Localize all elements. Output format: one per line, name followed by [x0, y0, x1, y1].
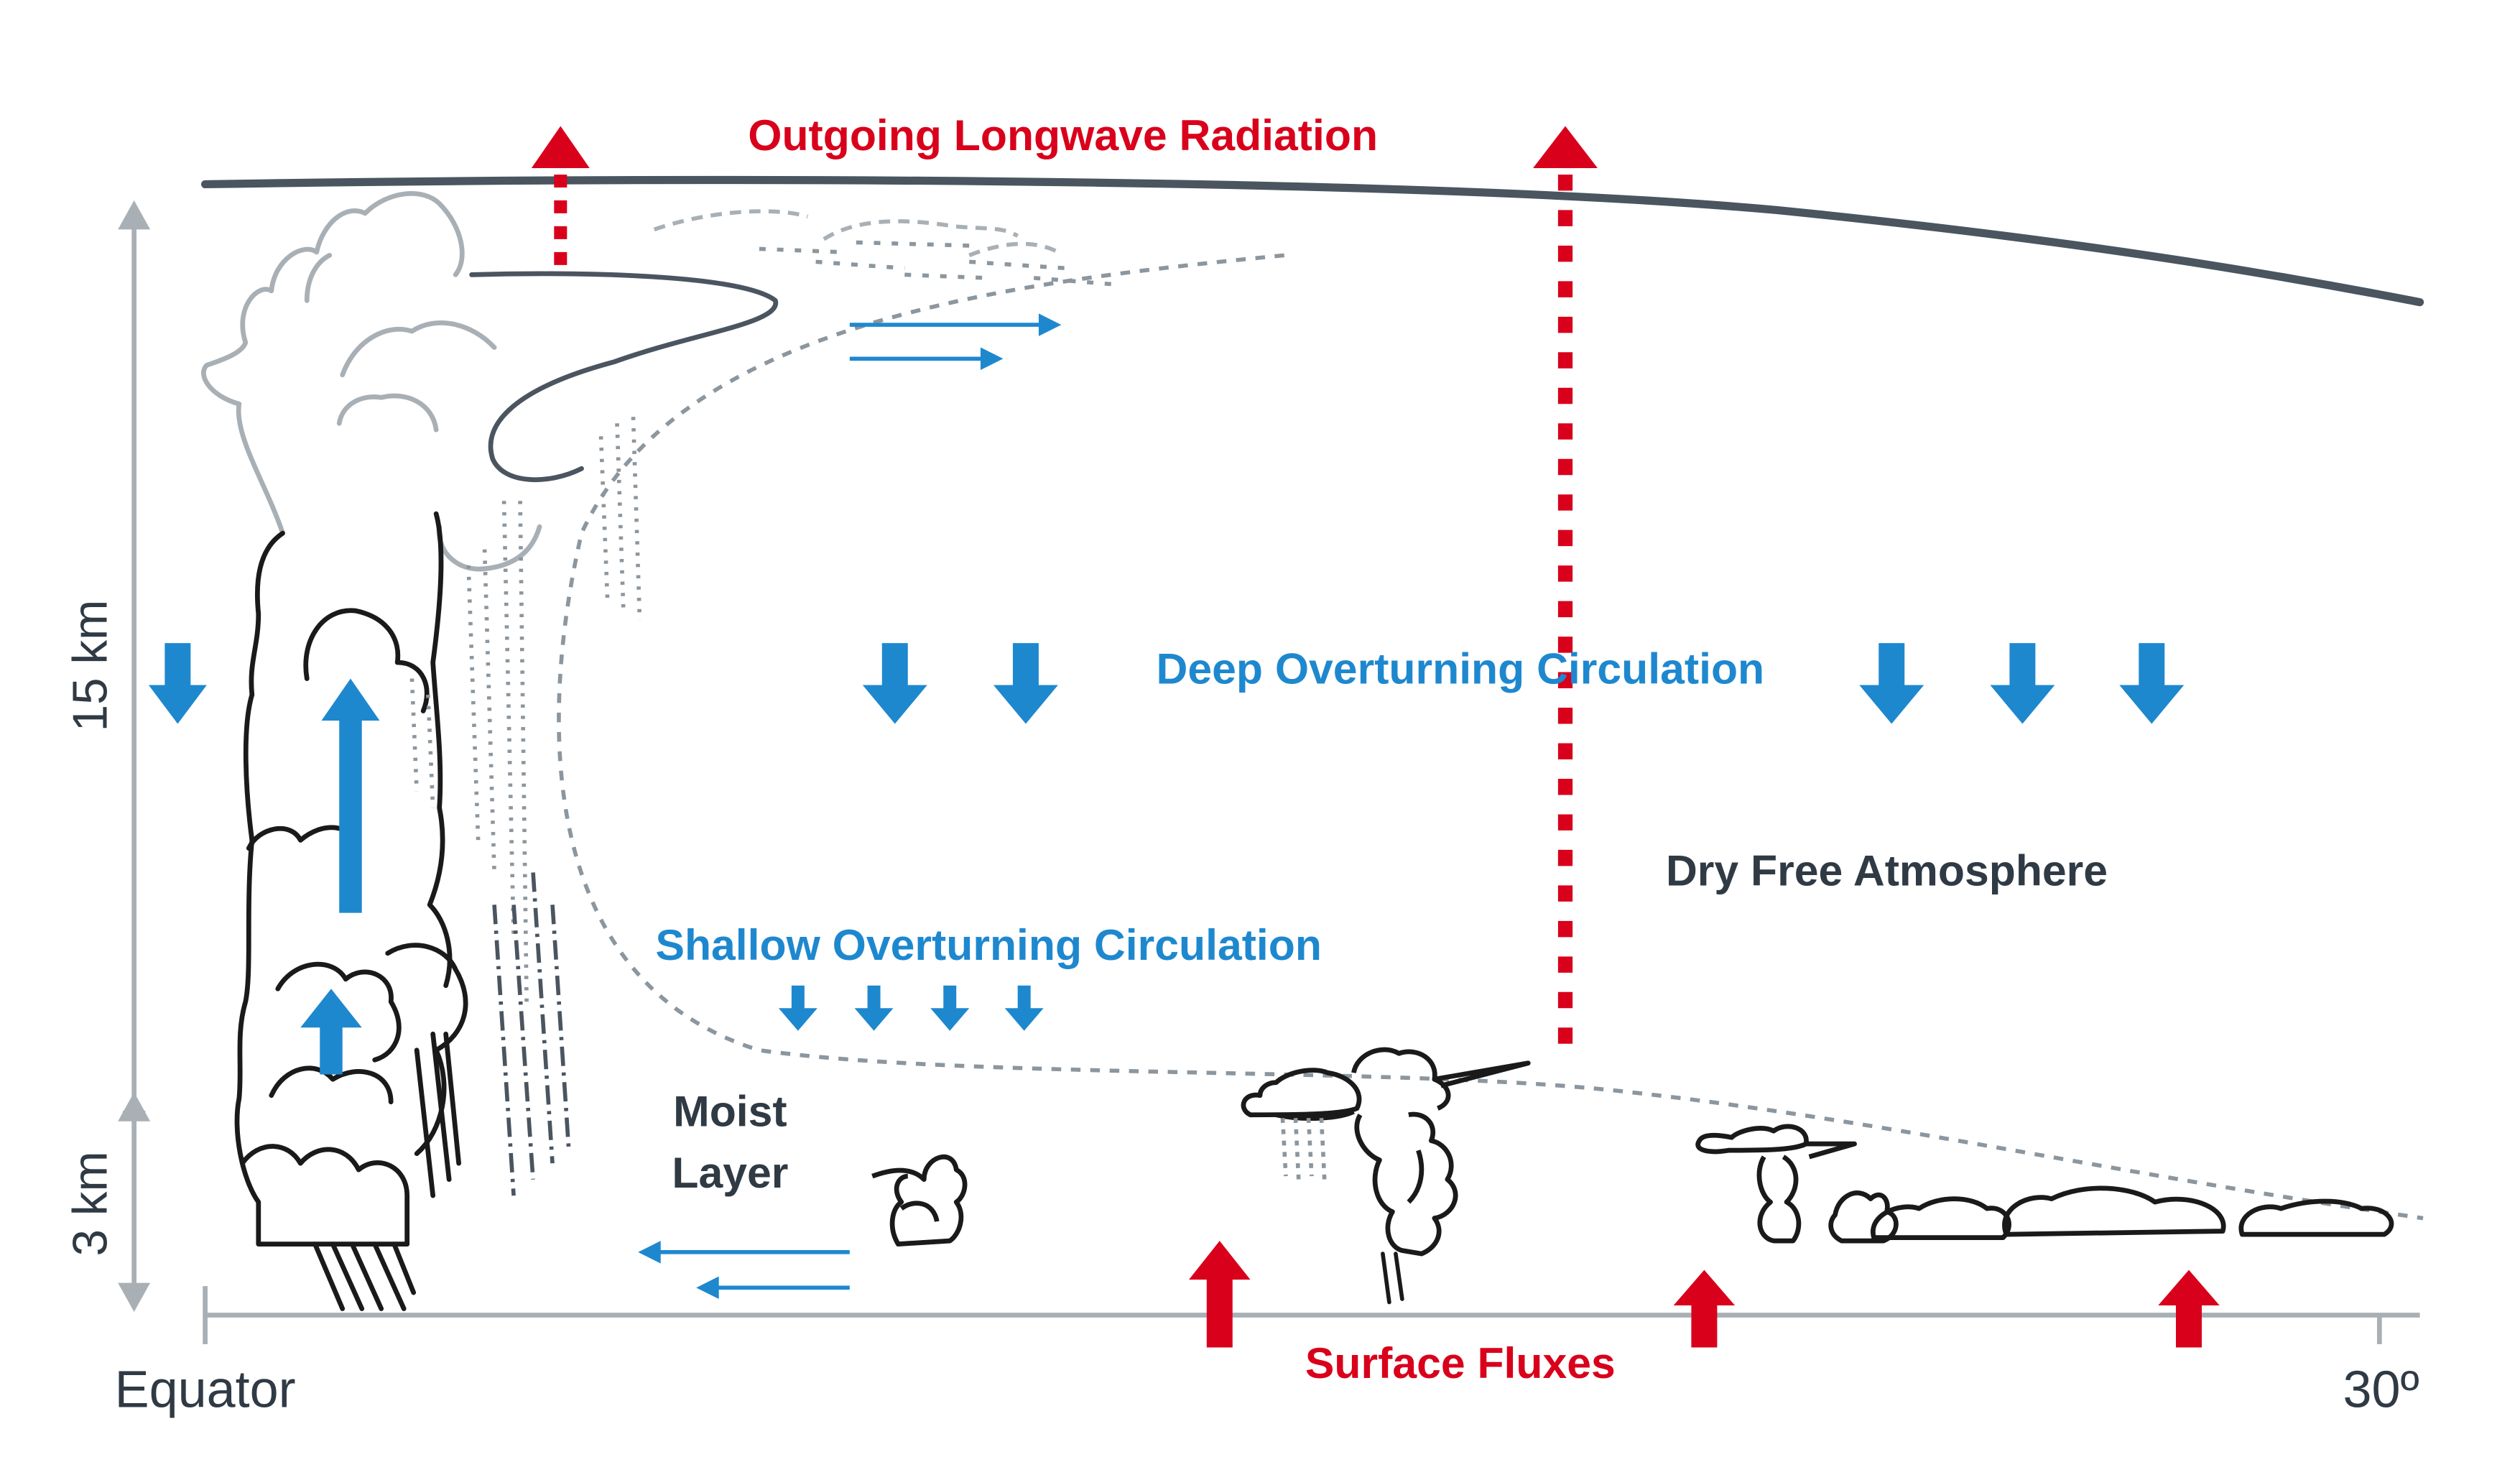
thirty-degrees-label: 30º: [2343, 1361, 2419, 1419]
shallow-circulation-label: Shallow Overturning Circulation: [655, 920, 1322, 969]
equator-label: Equator: [115, 1361, 296, 1419]
dash-dot-rain-streaks: [492, 872, 571, 1196]
surface-fluxes-label: Surface Fluxes: [1305, 1338, 1616, 1387]
congestus-light-rain: [1280, 1118, 1327, 1183]
tropopause-line: [200, 175, 2424, 307]
stratocumulus-deck: [1871, 1185, 2394, 1240]
height-label-15km: 15 km: [63, 600, 117, 732]
congestus-cloud: [1241, 1047, 1531, 1257]
shallow-cumulus-cloud: [871, 1154, 968, 1247]
heavy-rain-streaks: [312, 1031, 462, 1311]
congestus-rain: [1381, 1252, 1404, 1305]
moist-layer-label-line2: Layer: [672, 1148, 788, 1197]
moist-layer-boundary: [557, 253, 2424, 1221]
shallow-subsidence-arrows: [778, 985, 1044, 1031]
deep-convective-cloud: [201, 191, 779, 1247]
moist-layer-label-line1: Moist: [673, 1086, 787, 1135]
updraft-arrows: [300, 678, 380, 1075]
trade-cumulus-cloud: [1695, 1124, 1899, 1244]
surface-flux-arrows: [1189, 1241, 2220, 1348]
radiation-arrow-left: [531, 126, 590, 275]
height-axis: [118, 200, 151, 1313]
outgoing-radiation-label: Outgoing Longwave Radiation: [748, 111, 1378, 159]
dry-atmosphere-label: Dry Free Atmosphere: [1666, 846, 2108, 894]
light-rain-streaks: [409, 417, 642, 1002]
cirrus-outflow: [653, 209, 1060, 257]
deep-subsidence-arrows: [148, 643, 2185, 724]
lower-inflow-arrows: [638, 1241, 850, 1300]
radiation-arrow-right: [1533, 126, 1598, 1058]
upper-outflow-arrows: [849, 313, 1062, 371]
height-label-3km: 3 km: [63, 1151, 117, 1256]
deep-circulation-label: Deep Overturning Circulation: [1157, 644, 1765, 693]
cirrus-flecks: [759, 240, 1115, 287]
latitude-axis: [203, 1286, 2420, 1345]
